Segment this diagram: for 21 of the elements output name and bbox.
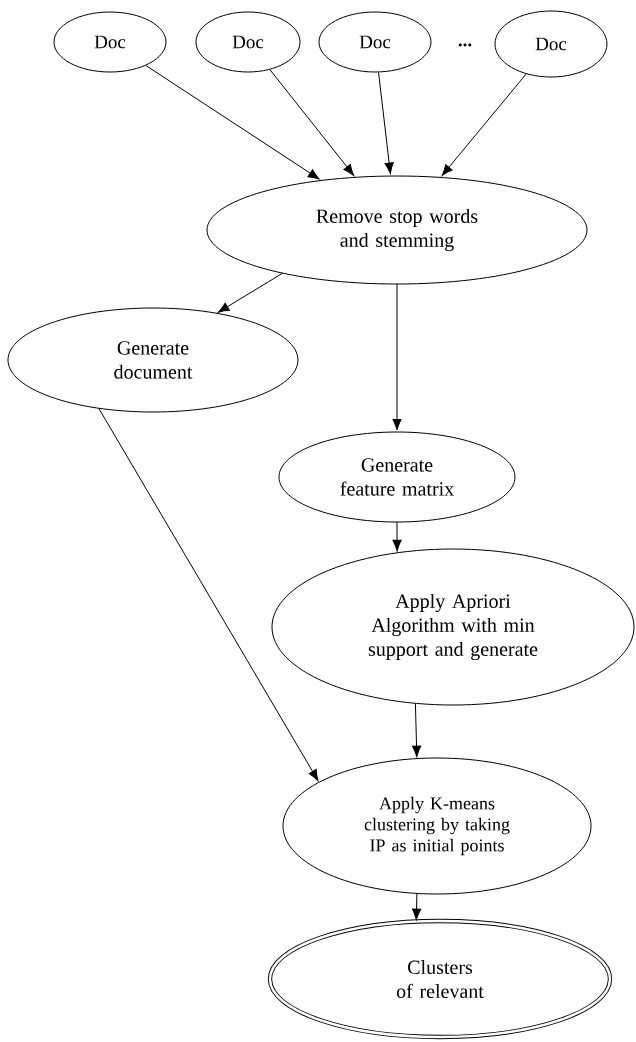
- ellipse-node: Doc: [494, 10, 608, 78]
- arrow: [269, 69, 355, 176]
- arrow: [217, 272, 284, 313]
- ellipse-node: Doc: [195, 11, 301, 73]
- arrow: [98, 407, 319, 782]
- ellipse-node: Apply Apriori Algorithm with min support and generate: [271, 548, 635, 706]
- ellipse-node: Doc: [318, 11, 432, 73]
- arrow: [145, 65, 320, 180]
- arrow: [392, 283, 402, 431]
- double-ellipse-node: Clusters of relevant: [267, 918, 613, 1040]
- arrow: [411, 892, 422, 921]
- arrow: [378, 71, 394, 175]
- arrow: [411, 702, 422, 758]
- ellipsis-label: ...: [458, 43, 472, 47]
- ellipse-node: Generate document: [7, 307, 299, 413]
- arrow: [441, 73, 527, 176]
- ellipse-node: Apply K-means clustering by taking IP as initial points: [282, 757, 592, 895]
- ellipse-node: Generate feature matrix: [278, 431, 516, 523]
- ellipse-node: Doc: [53, 11, 167, 73]
- arrow: [392, 521, 402, 552]
- ellipse-node: Remove stop words and stemming: [206, 175, 588, 285]
